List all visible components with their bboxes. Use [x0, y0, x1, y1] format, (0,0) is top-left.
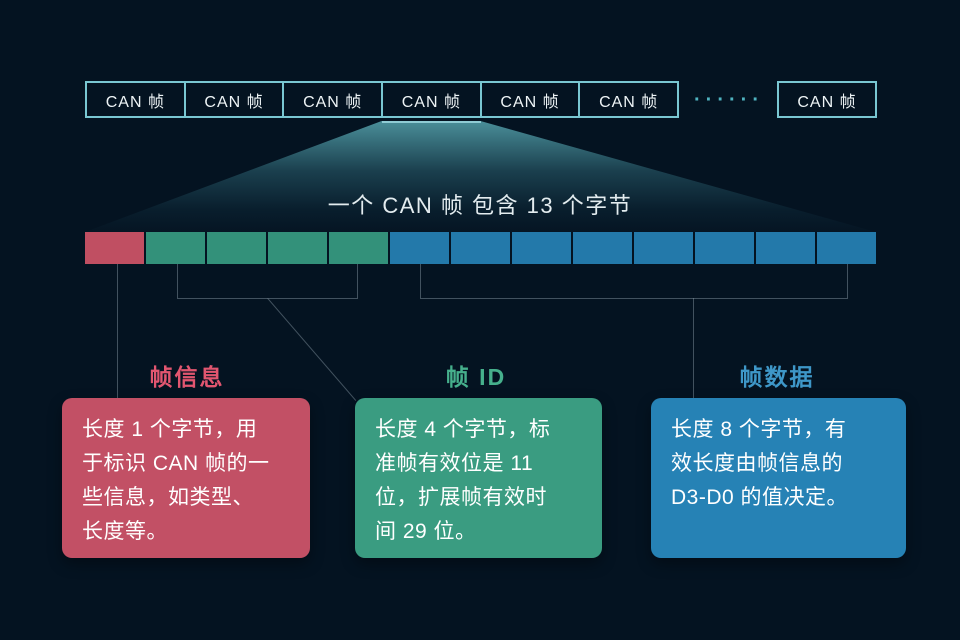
byte-cell-data: [756, 232, 815, 264]
connector-line-data-right: [847, 264, 848, 298]
card-line: D3-D0 的值决定。: [671, 486, 849, 509]
byte-cell-id: [329, 232, 388, 264]
connector-bracket-data: [420, 298, 848, 299]
section-label-frame-id: 帧 ID: [445, 364, 507, 390]
card-line: 位，扩展帧有效时: [375, 486, 547, 509]
card-line: 些信息，如类型、: [82, 486, 254, 509]
connector-line-id-right: [357, 264, 358, 298]
card-line: 间 29 位。: [375, 520, 477, 543]
connector-line-data-drop: [693, 298, 694, 398]
byte-cell-data: [390, 232, 449, 264]
card-line: 长度 8 个字节，有: [671, 418, 847, 441]
byte-bar: [85, 232, 876, 264]
byte-cell-data: [573, 232, 632, 264]
funnel-caption: 一个 CAN 帧 包含 13 个字节: [327, 193, 633, 218]
can-frame-box-last: CAN 帧: [777, 81, 877, 118]
card-frame-data: 长度 8 个字节，有效长度由帧信息的 D3-D0 的值决定。: [651, 398, 906, 558]
connector-line-data-left: [420, 264, 421, 298]
connector-line-id-left: [177, 264, 178, 298]
byte-cell-id: [146, 232, 205, 264]
section-label-frame-info: 帧信息: [149, 364, 225, 390]
card-line: 长度 4 个字节，标: [375, 418, 551, 441]
connector-line-id-drop: [267, 298, 357, 401]
connector-line-info: [117, 264, 118, 398]
card-line: 于标识 CAN 帧的一: [82, 452, 270, 475]
funnel-top-edge: [381, 121, 481, 123]
card-frame-id: 长度 4 个字节，标准帧有效位是 11 位，扩展帧有效时间 29 位。: [355, 398, 602, 558]
byte-cell-data: [695, 232, 754, 264]
card-line: 长度 1 个字节，用: [82, 418, 258, 441]
can-frame-box: CAN 帧: [183, 83, 283, 116]
byte-cell-data: [451, 232, 510, 264]
byte-cell-data: [512, 232, 571, 264]
ellipsis-dots-icon: ······: [694, 88, 764, 111]
can-frame-box: CAN 帧: [282, 83, 381, 116]
byte-cell-data: [817, 232, 876, 264]
connector-bracket-id: [177, 298, 358, 299]
can-frame-box: CAN 帧: [381, 83, 480, 116]
card-line: 效长度由帧信息的: [671, 452, 843, 475]
can-frame-box: CAN 帧: [105, 93, 165, 111]
card-line: 长度等。: [82, 520, 168, 543]
byte-cell-id: [207, 232, 266, 264]
byte-cell-id: [268, 232, 327, 264]
can-frame-box: CAN 帧: [578, 83, 677, 116]
can-frame-box: CAN 帧: [479, 83, 579, 116]
section-label-frame-data: 帧数据: [739, 364, 815, 390]
card-frame-info: 长度 1 个字节，用于标识 CAN 帧的一些信息，如类型、长度等。: [62, 398, 310, 558]
byte-cell-info: [85, 232, 144, 264]
card-line: 准帧有效位是 11: [375, 452, 534, 475]
byte-cell-data: [634, 232, 693, 264]
